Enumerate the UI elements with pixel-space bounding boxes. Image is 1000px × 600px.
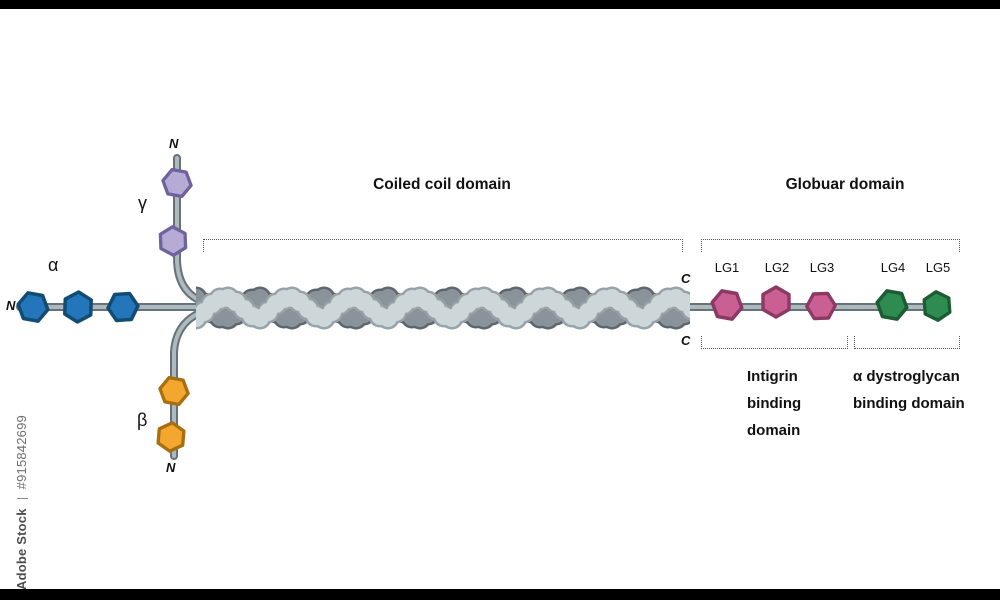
bottom-letterbox-bar <box>0 589 1000 600</box>
watermark-divider <box>17 498 29 500</box>
dystroglycan-binding-bracket <box>854 336 960 349</box>
c-terminal-bottom-label: C <box>681 333 691 348</box>
coiled-coil-domain-title: Coiled coil domain <box>373 176 511 193</box>
gamma-bead-2 <box>153 222 193 260</box>
dystroglycan-binding-domain-note: α dystroglycan binding domain <box>853 368 965 412</box>
beta-bead-2 <box>150 417 192 457</box>
coiled-coil-rope <box>196 286 690 330</box>
lg5-bead <box>918 287 956 325</box>
globular-domain-title: Globuar domain <box>785 176 905 193</box>
gamma-n-terminal-label: N <box>169 136 179 151</box>
lg4-label: LG4 <box>880 260 906 275</box>
lg1-label: LG1 <box>714 260 740 275</box>
lg5-label: LG5 <box>925 260 951 275</box>
alpha-bead-2 <box>57 286 99 328</box>
top-letterbox-bar <box>0 0 1000 9</box>
lg3-label: LG3 <box>809 260 835 275</box>
globular-domain-bracket <box>701 239 960 252</box>
gamma-chain-label: γ <box>138 193 147 213</box>
watermark-asset-id: #915842699 <box>14 415 29 490</box>
lg2-label: LG2 <box>764 260 790 275</box>
adobe-stock-brand: Adobe Stock <box>14 508 29 590</box>
coiled-coil-domain-bracket <box>203 239 683 252</box>
alpha-bead-3 <box>103 287 143 327</box>
alpha-bead-1 <box>16 291 50 323</box>
integrin-binding-domain-note: Intigrin binding domain <box>747 368 802 439</box>
adobe-stock-watermark: Adobe Stock #915842699 <box>14 415 29 590</box>
beta-bead-1 <box>158 375 190 407</box>
lg3-bead <box>802 288 840 324</box>
lg4-bead <box>875 289 909 321</box>
alpha-chain-label: α <box>48 255 59 275</box>
beta-chain-label: β <box>137 410 148 430</box>
alpha-n-terminal-label: N <box>6 298 16 313</box>
integrin-binding-bracket <box>701 336 848 349</box>
lg1-bead <box>710 289 744 321</box>
lg2-bead <box>755 281 797 323</box>
gamma-bead-1 <box>161 167 193 199</box>
c-terminal-top-label: C <box>681 271 691 286</box>
beta-n-terminal-label: N <box>166 460 176 475</box>
